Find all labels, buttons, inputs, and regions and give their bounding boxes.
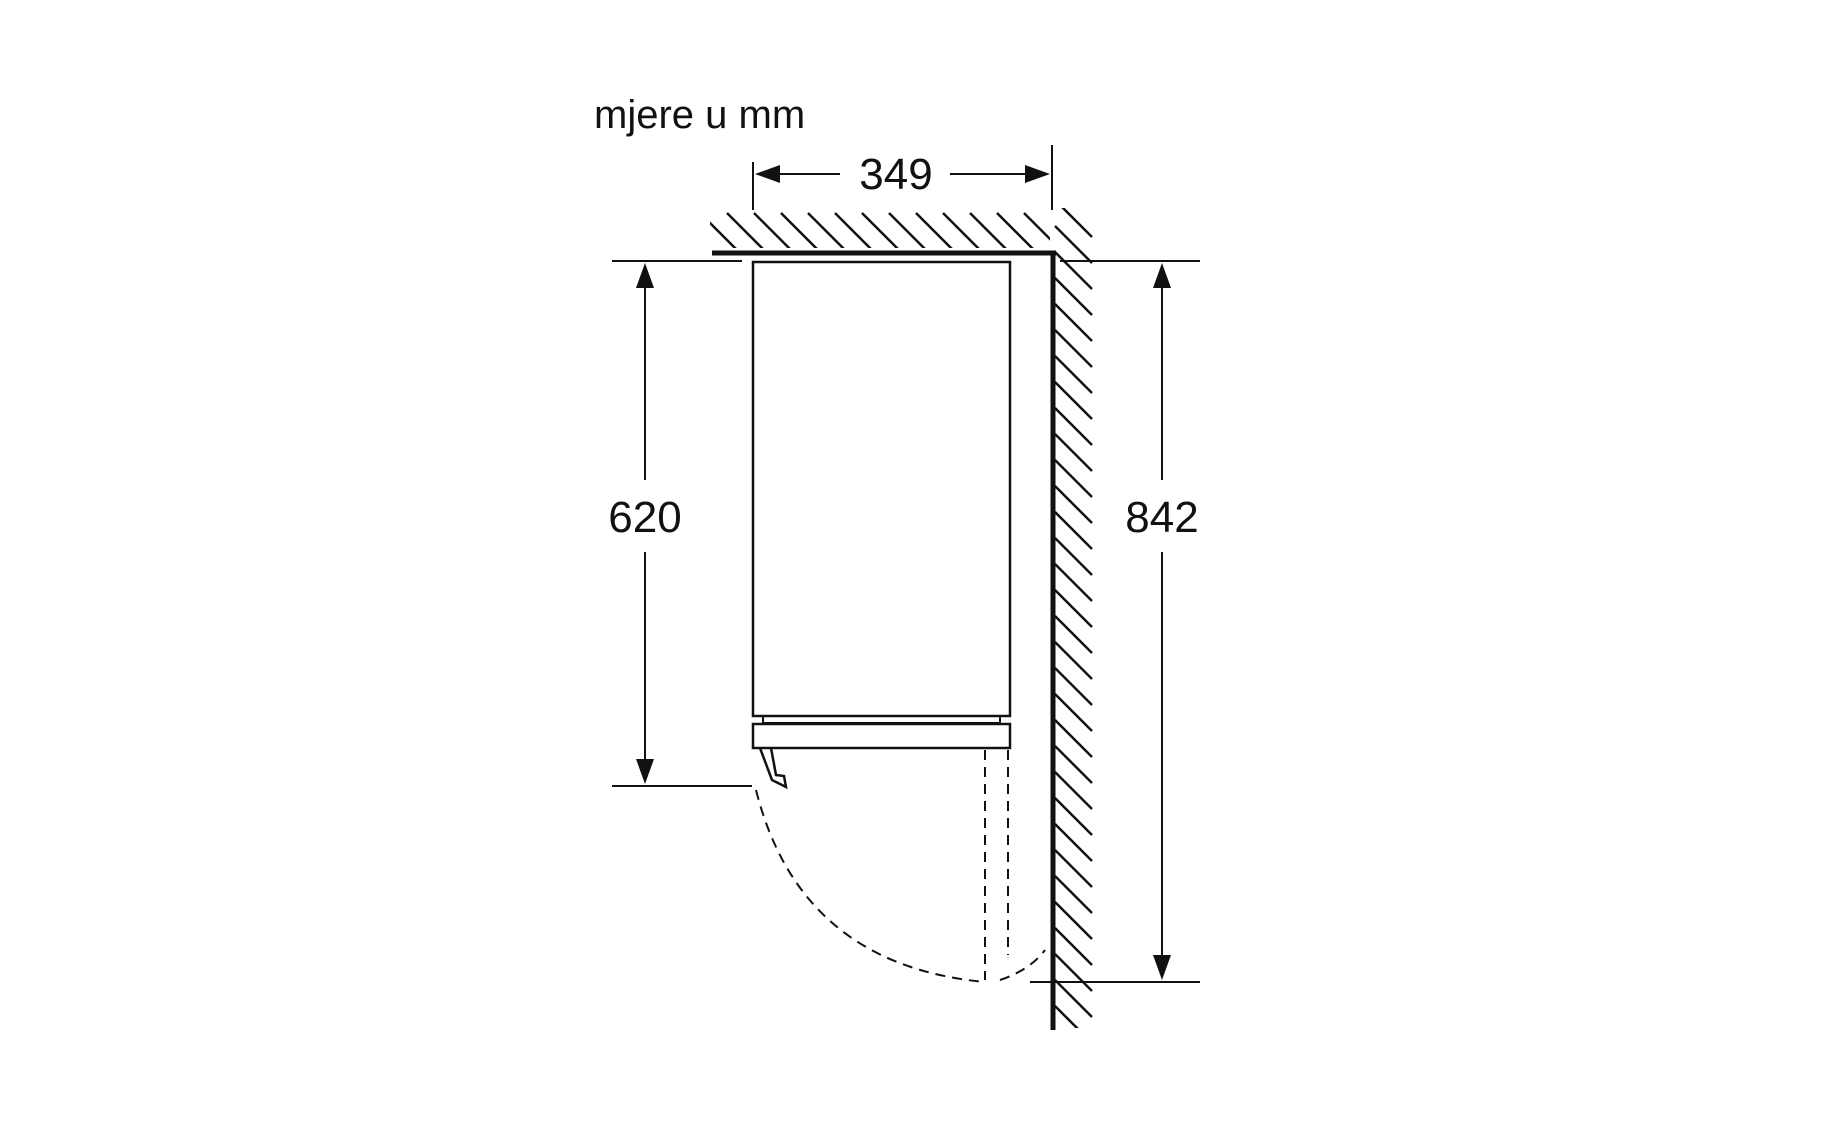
side-wall-hatch <box>1054 208 1093 1069</box>
body-depth-dimension <box>612 260 752 787</box>
hatch-stroke <box>807 212 845 248</box>
hatch-stroke <box>1054 381 1093 420</box>
hatch-stroke <box>780 212 818 248</box>
top-wall-hatch <box>710 212 1116 251</box>
total-depth-arrow-top <box>1153 263 1171 288</box>
hatch-stroke <box>915 212 953 248</box>
hatch-stroke <box>1054 693 1093 732</box>
appliance <box>751 260 1012 790</box>
hatch-stroke <box>1054 797 1093 836</box>
width-arrow-right <box>1025 165 1050 183</box>
door-swing-return-arc <box>999 949 1046 981</box>
side-wall <box>1050 208 1093 1069</box>
hatch-stroke <box>969 212 1007 248</box>
hatch-stroke <box>1054 251 1093 290</box>
hatch-stroke <box>1054 511 1093 550</box>
hatch-stroke <box>1061 208 1093 238</box>
hatch-stroke <box>1054 901 1093 940</box>
hatch-stroke <box>1054 407 1093 446</box>
appliance-body <box>751 260 1012 718</box>
top-wall <box>710 212 1116 256</box>
door-swing-arc <box>755 789 986 983</box>
units-label: mjere u mm <box>594 93 805 137</box>
hatch-stroke <box>834 212 872 248</box>
body-depth-value: 620 <box>608 493 681 542</box>
total-depth-arrow-bottom <box>1153 955 1171 980</box>
hatch-stroke <box>996 212 1034 248</box>
hatch-stroke <box>1054 433 1093 472</box>
hatch-stroke <box>1054 303 1093 342</box>
hatch-stroke <box>1023 212 1050 241</box>
hatch-stroke <box>1054 823 1093 862</box>
total-depth-dimension <box>1030 260 1200 983</box>
hatch-stroke <box>1054 875 1093 914</box>
hatch-stroke <box>942 212 980 248</box>
width-value: 349 <box>859 150 932 199</box>
hatch-stroke <box>1054 537 1093 576</box>
door-swing <box>755 750 1046 983</box>
hatch-stroke <box>1054 589 1093 628</box>
hatch-stroke <box>1078 213 1116 251</box>
hatch-stroke <box>1054 979 1093 1018</box>
hatch-stroke <box>1054 641 1093 680</box>
hatch-stroke <box>1054 667 1093 706</box>
hatch-stroke <box>1054 849 1093 888</box>
hatch-stroke <box>1054 277 1093 316</box>
body-depth-arrow-bottom <box>636 759 654 784</box>
hatch-stroke <box>1051 213 1089 251</box>
hatch-stroke <box>753 212 791 248</box>
hatch-stroke <box>1054 771 1093 810</box>
hatch-stroke <box>1054 355 1093 394</box>
hatch-stroke <box>1054 563 1093 602</box>
width-arrow-left <box>755 165 780 183</box>
hatch-stroke <box>1054 953 1093 992</box>
hatch-stroke <box>1054 329 1093 368</box>
hatch-stroke <box>1054 927 1093 966</box>
hatch-stroke <box>726 212 764 248</box>
hatch-stroke <box>1054 615 1093 654</box>
hatch-stroke <box>861 212 899 248</box>
door-handle <box>758 747 788 790</box>
hatch-stroke <box>1054 745 1093 784</box>
hatch-stroke <box>1054 225 1093 264</box>
hatch-stroke <box>1054 459 1093 498</box>
hatch-stroke <box>1054 485 1093 524</box>
body-depth-arrow-top <box>636 263 654 288</box>
total-depth-value: 842 <box>1125 493 1198 542</box>
hatch-stroke <box>710 221 737 248</box>
hatch-stroke <box>888 212 926 248</box>
hatch-stroke <box>1054 1005 1079 1028</box>
width-dimension <box>752 145 1053 210</box>
hatch-stroke <box>1055 1032 1092 1069</box>
door-panel <box>751 722 1012 750</box>
hatch-stroke <box>1054 719 1093 758</box>
